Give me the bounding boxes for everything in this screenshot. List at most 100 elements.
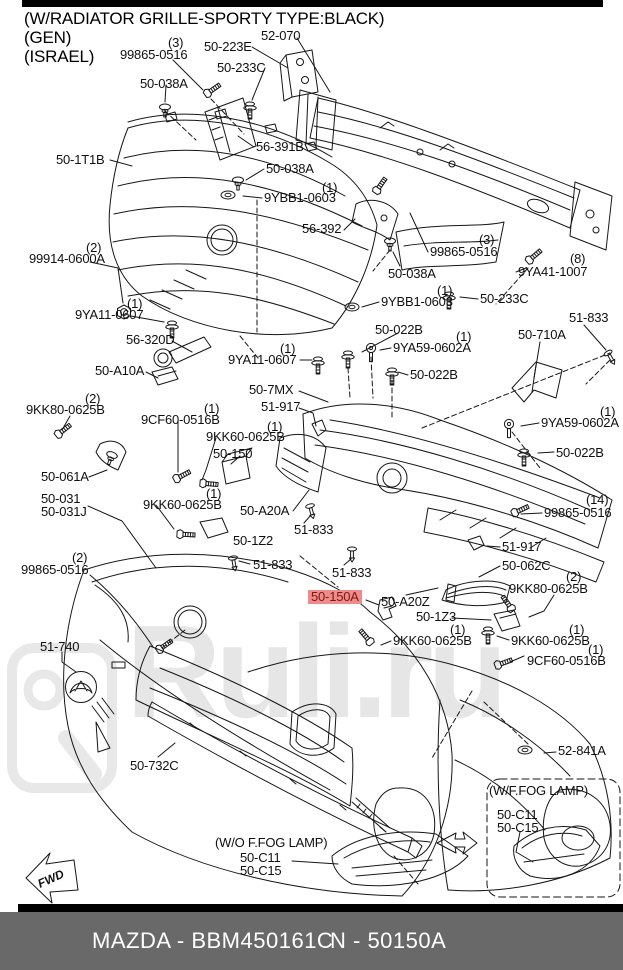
- part-label: 9KK60-0625B: [393, 633, 472, 648]
- part-label: (1): [127, 296, 143, 311]
- part-label: 56-320D: [126, 332, 175, 347]
- diagram-subtitle-israel: (ISRAEL): [24, 47, 95, 66]
- part-label: 50-710A: [518, 327, 566, 342]
- part-label: 50-732C: [130, 758, 179, 773]
- top-border-bar: [22, 0, 603, 7]
- part-label: 50-223E: [204, 39, 252, 54]
- part-label: 9YBB1-0603: [381, 294, 453, 309]
- part-label: 50-022B: [410, 367, 458, 382]
- direction-arrow: [436, 831, 478, 855]
- parts-diagram-art: FWD: [25, 37, 621, 904]
- part-label: (1): [456, 329, 472, 344]
- part-label: 9KK80-0625B: [509, 581, 588, 596]
- diagram-title: (W/RADIATOR GRILLE-SPORTY TYPE:BLACK): [24, 9, 385, 28]
- part-label: 99865-0516: [430, 244, 498, 259]
- part-label: 52-070: [261, 28, 301, 43]
- part-label: 50-022B: [375, 322, 423, 337]
- footer-bar: MAZDA - BBM450161C N - 50150A: [0, 912, 623, 970]
- part-label: (2): [86, 240, 102, 255]
- footer-divider: [18, 904, 623, 912]
- part-label: 50-C11: [497, 807, 538, 822]
- part-label: (1): [267, 419, 283, 434]
- part-label: (1): [204, 401, 220, 416]
- part-label: 50-150: [213, 446, 253, 461]
- part-label: 9KK60-0625B: [143, 497, 222, 512]
- part-label: (W/O F.FOG LAMP): [215, 835, 328, 850]
- part-label: 50-1Z2: [233, 533, 273, 548]
- part-label: (1): [588, 642, 604, 657]
- part-label: (1): [569, 622, 585, 637]
- part-label: (1): [450, 622, 466, 637]
- part-label: 50-038A: [140, 76, 188, 91]
- bumper-reinforcement-drawing: [295, 89, 613, 271]
- part-label: 51-833: [569, 310, 609, 325]
- part-label: 50-233C: [480, 291, 529, 306]
- part-label: 50-038A: [266, 161, 314, 176]
- part-label: 9KK60-0625B: [206, 429, 285, 444]
- part-label: 99865-0516: [21, 562, 89, 577]
- part-label: 56-391B: [256, 139, 304, 154]
- part-label: (2): [72, 550, 88, 565]
- diagram-subtitle-gen: (GEN): [24, 28, 72, 47]
- part-label: 9YBB1-0603: [264, 190, 336, 205]
- part-label: 9CF60-0516B: [527, 653, 606, 668]
- part-label: 50-1Z3: [416, 609, 456, 624]
- leader-lines: [61, 37, 607, 865]
- part-label: (14): [586, 492, 609, 507]
- part-label: 9YA11-0607: [75, 307, 144, 322]
- fog-lamp-box: [486, 778, 621, 898]
- part-label: 9YA41-1007: [518, 264, 588, 279]
- part-label: 51-740: [40, 639, 80, 654]
- part-label: 56-392: [302, 221, 342, 236]
- bumper-face-drawing: [63, 553, 453, 897]
- part-label: 50-038A: [388, 266, 436, 281]
- part-label: (2): [566, 569, 582, 584]
- part-label: 9YA59-0602A: [393, 340, 471, 355]
- part-label: (2): [85, 391, 101, 406]
- part-label: 9KK80-0625B: [26, 402, 105, 417]
- part-label: 50-022B: [556, 445, 604, 460]
- part-label: 50-C15: [240, 863, 282, 878]
- tow-hook-drawing: [151, 336, 212, 386]
- footer-part-code: N - 50150A: [330, 928, 447, 953]
- part-label-highlight: 50-150A: [308, 590, 362, 604]
- part-label: 50-1T1B: [56, 152, 105, 167]
- part-label: (1): [600, 404, 616, 419]
- part-label: (3): [168, 35, 184, 50]
- part-label: 50-061A: [41, 469, 89, 484]
- part-label: (1): [437, 283, 453, 298]
- part-label: 51-833: [253, 557, 293, 572]
- part-label: (3): [479, 232, 495, 247]
- part-label: (1): [322, 180, 338, 195]
- title-block: (W/RADIATOR GRILLE-SPORTY TYPE:BLACK) (G…: [24, 9, 385, 66]
- part-label: 9CF60-0516B: [141, 412, 220, 427]
- part-label: 50-C15: [497, 820, 539, 835]
- part-label: 51-833: [332, 565, 372, 580]
- assembly-dashed-lines: [161, 98, 611, 885]
- part-label: (1): [206, 486, 222, 501]
- part-label: 99865-0516: [544, 505, 612, 520]
- part-label: 51-917: [502, 539, 542, 554]
- part-label: 50-7MX: [249, 382, 294, 397]
- part-label: 50-A20A: [240, 503, 290, 518]
- lower-grille-strip-drawing: [147, 701, 423, 859]
- grille-shutter-drawing: [302, 403, 613, 583]
- part-label: 52-841A: [558, 743, 606, 758]
- part-label: 50-A20Z: [381, 594, 430, 609]
- part-label: 99914-0600A: [29, 251, 105, 266]
- footer-brand-code: MAZDA - BBM450161C: [92, 928, 334, 953]
- part-label: 50-062C: [502, 558, 551, 573]
- part-label: 50-A10A: [95, 363, 145, 378]
- part-label: (W/F.FOG LAMP): [489, 783, 589, 798]
- right-bumper-drawing: [247, 652, 612, 892]
- part-label: 50-031: [41, 491, 81, 506]
- fog-lamp-wo-drawing: [331, 787, 469, 887]
- part-label: 9YA59-0602A: [541, 415, 619, 430]
- part-label: (1): [280, 341, 296, 356]
- part-label: 50-C11: [240, 850, 281, 865]
- part-label: 50-233C: [217, 60, 266, 75]
- corner-bracket-drawings: [204, 49, 399, 241]
- part-label: 51-833: [294, 522, 334, 537]
- part-label: 50-031J: [41, 504, 87, 519]
